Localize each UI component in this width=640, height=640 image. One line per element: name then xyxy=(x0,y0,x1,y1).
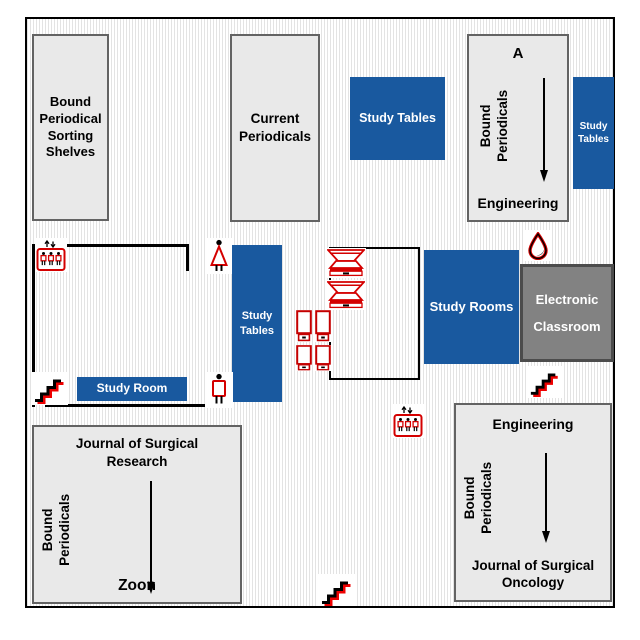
range-start-label: Journal of Surgical Research xyxy=(75,436,199,469)
study-carrel-icon xyxy=(315,345,331,371)
copier-icon xyxy=(326,280,366,310)
collection-vertical-label: Bound Periodicals xyxy=(462,461,495,535)
copier-icon xyxy=(326,248,366,278)
area-bound-periodical-sorting-shelves: Bound Periodical Sorting Shelves xyxy=(32,34,109,221)
range-start-label: A xyxy=(512,45,524,62)
wall-segment-left xyxy=(32,244,35,407)
area-current-periodicals: Current Periodicals xyxy=(230,34,320,222)
floor-plan: Bound Periodical Sorting Shelves Current… xyxy=(25,17,615,608)
down-arrow-icon xyxy=(147,481,155,594)
wall-segment-top-stub xyxy=(186,244,189,271)
down-arrow-icon xyxy=(542,453,550,543)
wall-segment-top xyxy=(32,244,189,247)
mens-restroom-icon xyxy=(205,372,233,408)
elevator-icon xyxy=(35,238,67,272)
collection-vertical-label-wrap: Bound Periodicals xyxy=(469,78,521,174)
area-study-tables-mid: Study Tables xyxy=(232,245,282,402)
range-end-label: Journal of Surgical Oncology xyxy=(471,557,595,591)
wall-segment-bottom xyxy=(45,404,208,407)
stack-research-to-zoon: Journal of Surgical Research Bound Perio… xyxy=(32,425,242,604)
range-end-label: Zoon xyxy=(118,576,156,594)
collection-vertical-label-wrap: Bound Periodicals xyxy=(34,482,80,578)
water-fountain-icon xyxy=(524,230,552,261)
stairs-icon xyxy=(32,372,68,405)
collection-vertical-label-wrap: Bound Periodicals xyxy=(456,450,502,546)
down-arrow-icon xyxy=(540,78,548,182)
elevator-icon xyxy=(392,404,424,438)
range-end-label: Engineering xyxy=(477,194,559,211)
area-study-room: Study Room xyxy=(77,377,187,401)
stack-a-to-engineering: A Bound Periodicals Engineering xyxy=(467,34,569,222)
study-carrel-icon xyxy=(315,310,331,342)
stack-engineering-to-oncology: Engineering Bound Periodicals Journal of… xyxy=(454,403,612,602)
area-study-rooms: Study Rooms xyxy=(424,250,519,364)
collection-vertical-label: Bound Periodicals xyxy=(40,493,73,567)
area-electronic-classroom: Electronic Classroom xyxy=(520,264,614,362)
womens-restroom-icon xyxy=(205,238,233,274)
stairs-icon xyxy=(318,574,356,606)
collection-vertical-label: Bound Periodicals xyxy=(478,89,511,163)
area-study-tables-right: Study Tables xyxy=(573,77,614,189)
range-start-label: Engineering xyxy=(492,416,574,432)
area-study-tables-top: Study Tables xyxy=(350,77,445,160)
study-carrel-icon xyxy=(296,310,312,342)
stairs-icon xyxy=(528,366,562,398)
study-carrel-icon xyxy=(296,345,312,371)
